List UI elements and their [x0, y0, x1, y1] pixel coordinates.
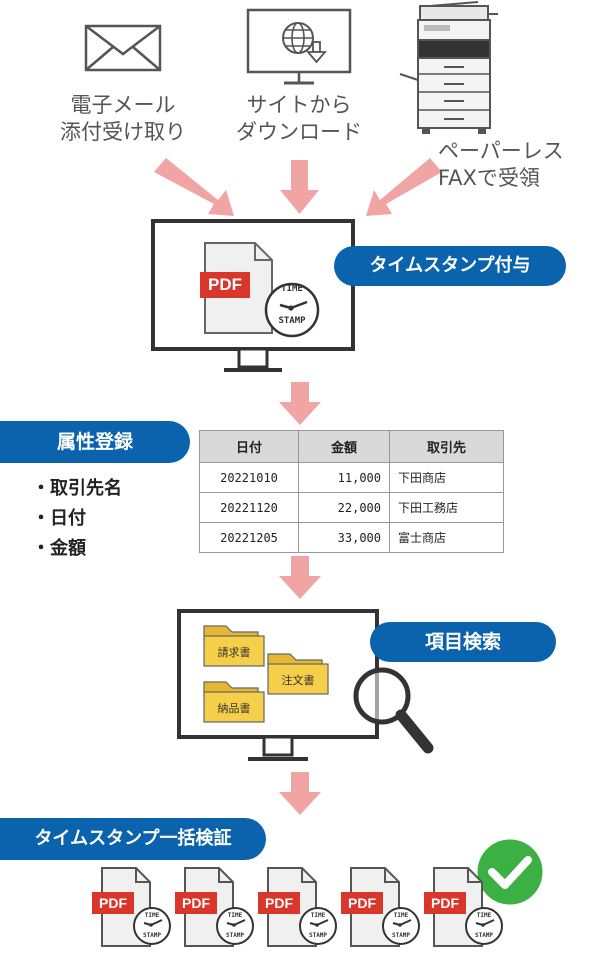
cell-customer: 富士商店 — [389, 522, 504, 553]
stamp-line1: TIME — [227, 912, 243, 919]
verified-pdf-document: PDF TIME STAMP — [175, 860, 257, 956]
cell-amount: 22,000 — [298, 492, 390, 523]
cell-amount: 33,000 — [298, 522, 390, 553]
attribute-item: ・日付 — [32, 508, 86, 529]
column-header-amount: 金額 — [298, 430, 390, 463]
stamp-line2: STAMP — [278, 316, 306, 326]
stamp-line1: TIME — [476, 912, 492, 919]
source-label-line1: 電子メール — [70, 93, 176, 117]
time-stamp-text: TIME — [262, 284, 322, 294]
pdf-badge: PDF — [424, 892, 466, 914]
source-email-label: 電子メール 添付受け取り — [40, 92, 206, 146]
attribute-table: 日付 金額 取引先 20221010 11,000 下田商店 20221120 … — [199, 430, 504, 553]
verified-pdf-document: PDF TIME STAMP — [424, 860, 506, 956]
source-download-label: サイトから ダウンロード — [216, 92, 382, 146]
envelope-icon — [84, 24, 162, 72]
folder-label-delivery: 納品書 — [217, 702, 251, 715]
converging-arrows — [154, 158, 442, 216]
pdf-badge: PDF — [175, 892, 217, 914]
stamp-line2: STAMP — [391, 932, 411, 939]
table-header-row: 日付 金額 取引先 — [199, 430, 504, 463]
folder-icon — [203, 681, 265, 723]
attribute-item: ・金額 — [32, 538, 86, 559]
cell-date: 20221010 — [199, 462, 299, 493]
folder-label-order: 注文書 — [281, 674, 315, 687]
time-stamp-icon — [264, 282, 320, 338]
stamp-line2: STAMP — [474, 932, 494, 939]
table-row: 20221205 33,000 富士商店 — [199, 522, 504, 553]
pdf-badge: PDF — [258, 892, 300, 914]
verified-pdf-document: PDF TIME STAMP — [258, 860, 340, 956]
pdf-document-icon — [433, 867, 503, 947]
website-download-icon — [246, 8, 352, 85]
stamp-line2: STAMP — [225, 932, 245, 939]
cell-amount: 11,000 — [298, 462, 390, 493]
verified-pdf-document: PDF TIME STAMP — [92, 860, 174, 956]
cell-date: 20221120 — [199, 492, 299, 523]
timestamp-step-label: タイムスタンプ付与 — [334, 246, 566, 286]
stamp-line1: TIME — [281, 284, 303, 294]
pdf-badge: PDF — [200, 272, 250, 298]
multifunction-printer-icon — [399, 1, 498, 134]
column-header-customer: 取引先 — [389, 430, 504, 463]
cell-customer: 下田商店 — [389, 462, 504, 493]
attribute-list: ・取引先名 ・日付 ・金額 — [32, 474, 122, 564]
down-arrow — [279, 556, 321, 599]
stamp-line2: STAMP — [142, 932, 162, 939]
check-mark-icon — [474, 836, 546, 908]
verified-documents: PDF TIME STAMP PDF TIME STAMP PDF TIME STAMP PDF T… — [92, 860, 592, 956]
search-step-label: 項目検索 — [370, 622, 556, 662]
source-label-line1: サイトから — [246, 93, 352, 117]
column-header-date: 日付 — [199, 430, 299, 463]
folder-label-invoice: 請求書 — [217, 646, 251, 659]
cell-date: 20221205 — [199, 522, 299, 553]
timestamp-monitor — [151, 219, 355, 372]
down-arrow — [279, 772, 321, 815]
source-label-line2: 添付受け取り — [60, 120, 186, 144]
folder-icon — [267, 653, 329, 695]
source-icons — [84, 1, 498, 216]
verify-step-label: タイムスタンプ一括検証 — [0, 818, 266, 860]
stamp-line1: TIME — [310, 912, 326, 919]
table-row: 20221010 11,000 下田商店 — [199, 462, 504, 493]
stamp-line1: TIME — [393, 912, 409, 919]
attribute-item: ・取引先名 — [32, 478, 122, 499]
pdf-badge: PDF — [341, 892, 383, 914]
source-label-line1: ペーパーレス — [438, 139, 564, 163]
folder-icon — [203, 625, 265, 667]
source-label-line2: FAXで受領 — [438, 166, 540, 190]
table-row: 20221120 22,000 下田工務店 — [199, 492, 504, 523]
stamp-line2: STAMP — [308, 932, 328, 939]
down-arrow — [279, 382, 321, 425]
cell-customer: 下田工務店 — [389, 492, 504, 523]
attribute-step-label: 属性登録 — [0, 421, 190, 463]
stamp-line1: TIME — [144, 912, 160, 919]
search-monitor — [177, 609, 379, 761]
time-stamp-text-2: STAMP — [262, 316, 322, 326]
verified-pdf-document: PDF TIME STAMP — [341, 860, 423, 956]
magnifier-icon — [353, 667, 434, 754]
pdf-badge: PDF — [92, 892, 134, 914]
source-label-line2: ダウンロード — [236, 120, 362, 144]
source-fax-label: ペーパーレス FAXで受領 — [438, 138, 598, 192]
